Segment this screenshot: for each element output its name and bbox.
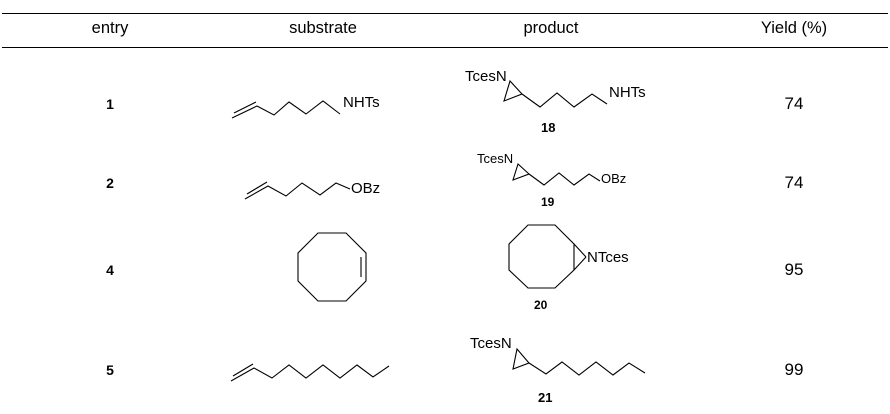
product-structure-row-4: TcesN 21	[470, 335, 646, 405]
product-group-label-left: TcesN	[470, 335, 512, 352]
substrate-structure-row-4	[230, 363, 390, 382]
header-entry: entry	[91, 19, 129, 37]
compound-number: 18	[541, 120, 555, 135]
product-chain	[528, 361, 646, 376]
product-chain	[528, 172, 601, 186]
substrate-structure-row-1: NHTs	[231, 94, 380, 119]
double-bond-line	[246, 181, 268, 195]
yield-value: 74	[784, 173, 804, 192]
aziridine-bond	[573, 243, 587, 258]
compound-number: 19	[541, 195, 555, 209]
compound-number: 20	[534, 298, 548, 312]
entry-number: 2	[106, 175, 114, 191]
entry-number: 5	[106, 362, 114, 378]
product-group-label-right: OBz	[601, 171, 626, 186]
substrate-chain	[231, 100, 341, 119]
substrate-structure-row-2: OBz	[244, 180, 380, 200]
substrate-group-label: OBz	[351, 180, 380, 197]
yield-value: 99	[784, 360, 804, 379]
product-structure-row-1: TcesN NHTs 18	[465, 68, 646, 135]
product-group-label-right: NTces	[587, 249, 629, 266]
compound-number: 21	[538, 390, 552, 405]
yield-value: 95	[784, 260, 804, 279]
header-yield: Yield (%)	[760, 19, 828, 37]
aziridine-ring	[512, 163, 531, 181]
substrate-group-label: NHTs	[343, 94, 380, 111]
product-chain	[521, 92, 608, 108]
substrate-structure-row-3	[297, 232, 367, 302]
table-header-rule	[2, 47, 888, 48]
entry-number: 4	[106, 262, 114, 278]
entry-number: 1	[106, 96, 114, 112]
aziridine-bond	[573, 256, 587, 271]
product-group-label-left: TcesN	[477, 151, 513, 166]
header-product: product	[523, 19, 579, 37]
product-group-label-right: NHTs	[609, 84, 646, 101]
substrate-chain	[230, 364, 390, 382]
double-bond-line	[232, 363, 254, 377]
double-bond-line	[233, 101, 257, 114]
substrate-chain	[244, 182, 351, 200]
cyclooctane-ring	[508, 224, 575, 289]
table-top-rule	[2, 13, 888, 14]
aziridine-ring	[512, 347, 530, 370]
aziridine-ring	[503, 79, 523, 102]
cyclooctene-ring	[297, 232, 367, 302]
header-substrate: substrate	[289, 19, 357, 37]
product-structure-row-2: TcesN OBz 19	[477, 151, 626, 209]
product-structure-row-3: NTces 20	[508, 224, 629, 312]
product-group-label-left: TcesN	[465, 68, 507, 85]
yield-value: 74	[784, 94, 804, 113]
